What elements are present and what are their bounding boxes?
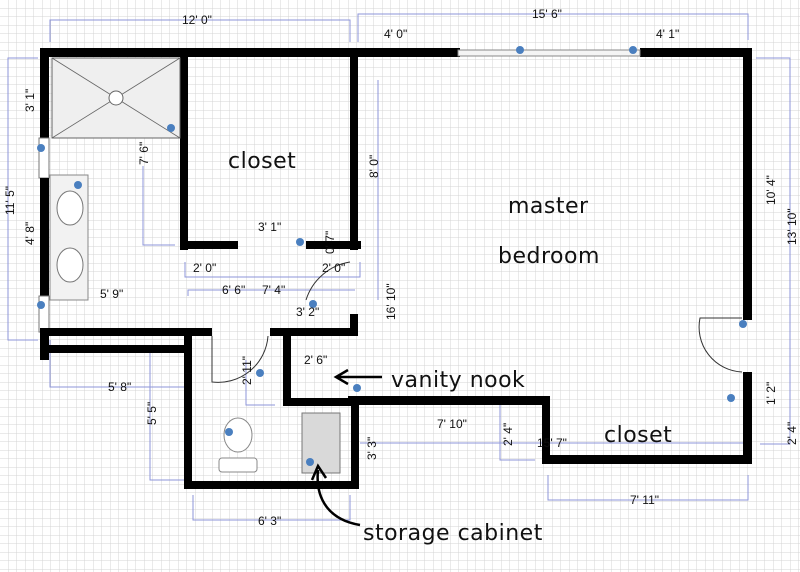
dim-closet-width: 7' 11" [630,493,659,507]
dimension-labels: 12' 0" 15' 6" 4' 0" 4' 1" 11' 5" 3' 1" 4… [3,7,799,528]
dim-closet-right: 2' 4" [785,422,799,445]
dim-closet-wall-left: 2' 0" [193,261,216,275]
vanity-nook-arrow-icon [333,368,382,386]
room-label-master: master [508,194,589,219]
dim-bed-total: 13' 10" [785,208,799,245]
dim-top-right: 15' 6" [532,7,562,21]
dim-door-3-2: 3' 2" [296,305,319,319]
dim-closet-length: 15' 7" [537,436,567,450]
shower [51,57,181,139]
room-label-closet: closet [228,149,296,174]
dim-closet-wall-right: 2' 0" [322,261,345,275]
double-vanity [49,174,89,301]
dim-window-left: 4' 0" [384,27,407,41]
dim-closet-wall-small: 0' 7" [323,231,337,254]
dim-bath-depth: 7' 6" [137,142,151,165]
dim-bed-right: 10' 4" [764,175,778,205]
dim-hall-width: 6' 6" [222,283,245,297]
dim-toilet-width: 6' 3" [258,514,281,528]
dim-hall-width-alt: 7' 4" [262,283,285,297]
toilet [218,417,258,473]
dim-nook-width: 2' 6" [304,353,327,367]
room-label-bedroom: bedroom [498,244,600,269]
dim-shower: 3' 1" [23,89,37,112]
dim-toilet-height: 5' 5" [145,402,159,425]
dim-top-left: 12' 0" [182,13,212,27]
dim-window-right: 4' 1" [656,27,679,41]
dim-closet-height: 8' 0" [367,155,381,178]
dim-closet-door: 3' 1" [258,220,281,234]
vanity-nook-label: vanity nook [391,368,525,393]
info-markers [37,46,747,466]
walls [38,48,752,489]
storage-cabinet-label: storage cabinet [363,521,543,546]
dim-door-right: 1' 2" [764,382,778,405]
dim-nook-wall: 7' 10" [437,417,467,431]
dim-hall-height: 16' 10" [384,283,398,320]
dim-bath-width: 5' 9" [100,287,123,301]
dim-vanity: 4' 8" [23,222,37,245]
dimension-lines [7,13,791,521]
storage-cabinet-arrow-icon [310,463,361,527]
dim-hall-5-8: 5' 8" [108,380,131,394]
room-label-closet-bottom: closet [604,423,672,448]
dim-left-height: 11' 5" [3,186,17,215]
dim-cabinet-height: 3' 3" [365,437,379,460]
dim-toilet-door: 2' 11" [240,356,254,385]
dim-closet-step: 2' 4" [501,423,515,446]
doors [211,261,743,383]
